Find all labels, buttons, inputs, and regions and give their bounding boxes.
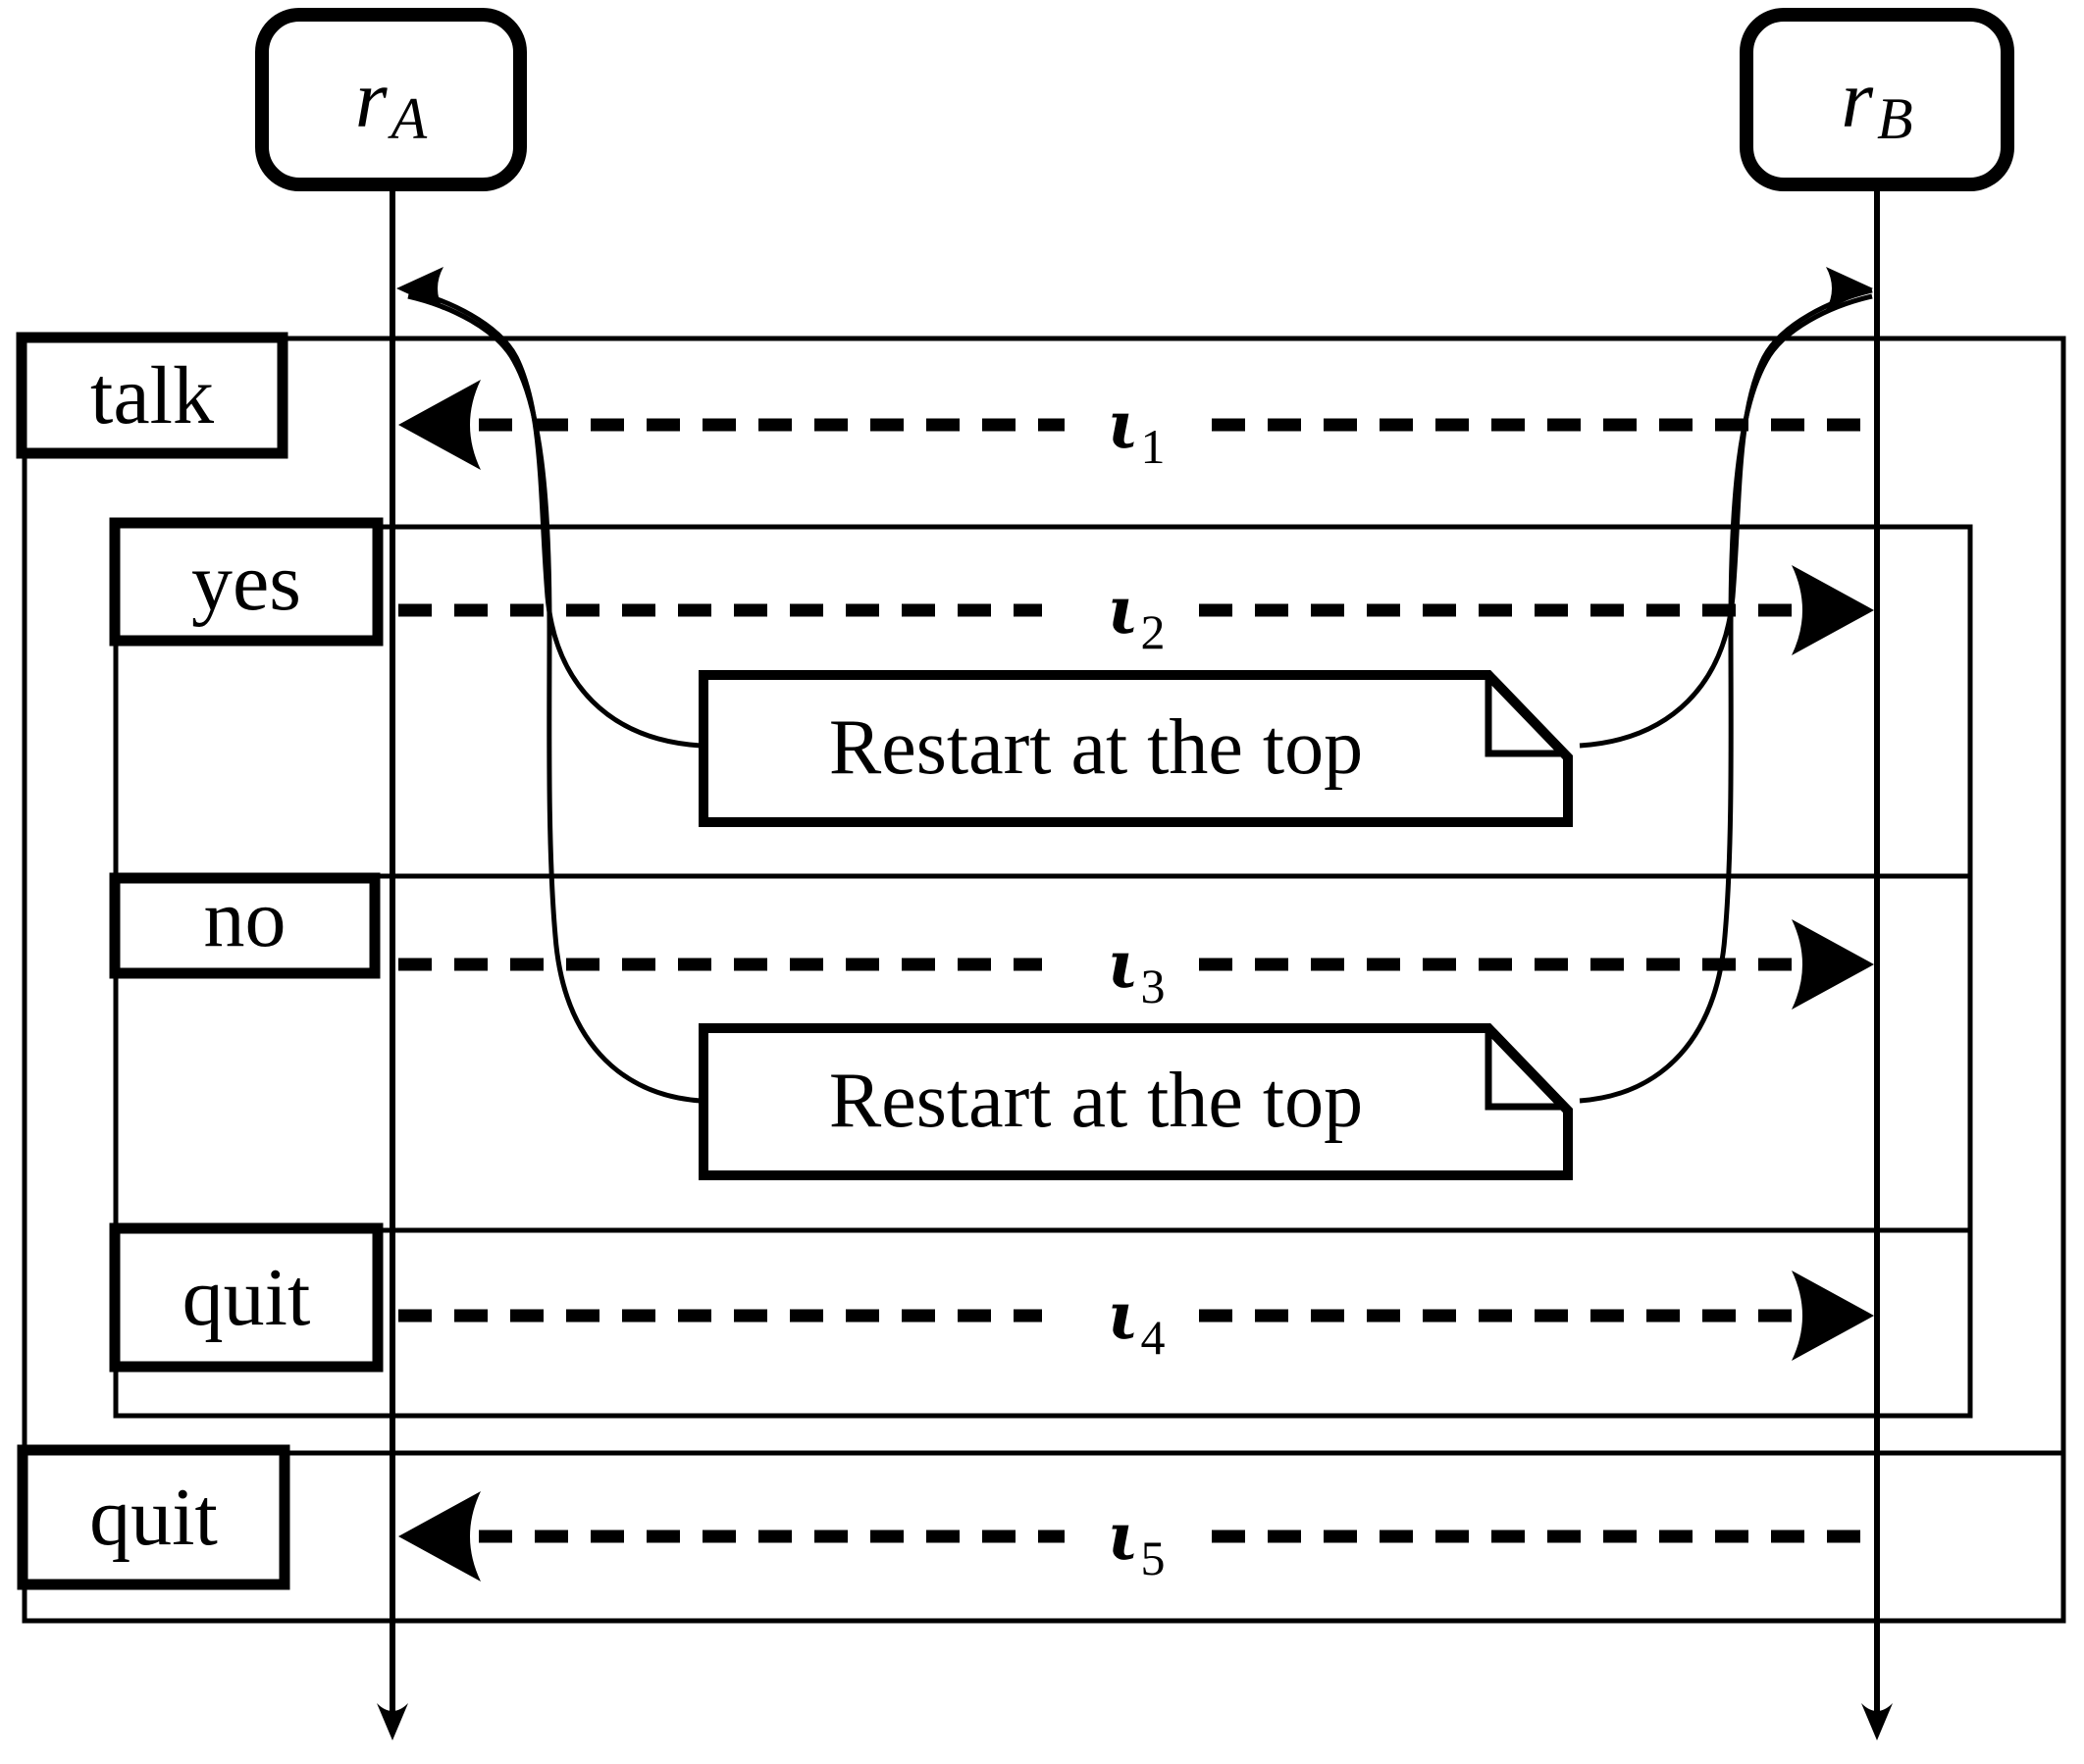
participant-box-rb xyxy=(1740,8,2014,191)
lifeline-ra-end-arrow-icon xyxy=(377,1703,408,1740)
participant-box-ra xyxy=(255,8,527,191)
message-4-symbol: ι xyxy=(1107,1277,1139,1354)
participant-ra-name: r xyxy=(354,54,388,145)
tab-yes xyxy=(109,517,384,647)
goto-arrowhead-ra-icon xyxy=(396,267,443,310)
tab-label-quit-inner: quit xyxy=(182,1252,311,1343)
outer-frame xyxy=(22,336,2066,1624)
goto-curve-note1-to-ra xyxy=(407,287,702,749)
message-5-symbol: ι xyxy=(1107,1498,1139,1575)
tab-label-talk: talk xyxy=(90,349,214,441)
message-5-arrowhead-icon xyxy=(398,1491,481,1582)
tab-label-yes: yes xyxy=(191,536,301,628)
note-2-fold-icon xyxy=(1485,1032,1564,1111)
tab-label-no: no xyxy=(203,873,287,964)
note-1-label: Restart at the top xyxy=(828,703,1364,791)
tab-label-quit-outer: quit xyxy=(89,1472,218,1563)
tab-no xyxy=(109,872,381,979)
participant-rb-subscript: B xyxy=(1877,86,1913,151)
message-3-subscript: 3 xyxy=(1140,959,1166,1013)
note-2-shape xyxy=(699,1023,1573,1180)
goto-curve-note1-to-rb xyxy=(1579,287,1873,749)
tab-talk xyxy=(16,332,288,459)
lifeline-rb-end-arrow-icon xyxy=(1861,1703,1893,1740)
note-2-label: Restart at the top xyxy=(828,1057,1364,1144)
message-1-arrowhead-icon xyxy=(398,380,481,470)
tab-quit-outer xyxy=(17,1444,290,1590)
participant-ra-subscript: A xyxy=(391,86,428,151)
goto-curve-note2-to-rb xyxy=(1579,293,1873,1104)
message-1-subscript: 1 xyxy=(1140,419,1166,474)
goto-arrowhead-rb-icon xyxy=(1826,267,1873,310)
goto-curve-note2-to-ra xyxy=(407,293,702,1104)
tab-quit-inner xyxy=(109,1222,384,1373)
message-1-symbol: ι xyxy=(1107,387,1139,463)
message-2-subscript: 2 xyxy=(1140,604,1166,659)
message-5-subscript: 5 xyxy=(1140,1531,1166,1585)
message-4-arrowhead-icon xyxy=(1792,1271,1874,1361)
message-2-symbol: ι xyxy=(1107,572,1139,649)
message-2-arrowhead-icon xyxy=(1792,565,1874,655)
note-1-fold-icon xyxy=(1485,679,1564,757)
message-3-symbol: ι xyxy=(1107,926,1139,1003)
message-4-subscript: 4 xyxy=(1140,1310,1166,1365)
note-1-shape xyxy=(699,670,1573,827)
message-3-arrowhead-icon xyxy=(1792,919,1874,1010)
participant-rb-name: r xyxy=(1841,54,1874,145)
